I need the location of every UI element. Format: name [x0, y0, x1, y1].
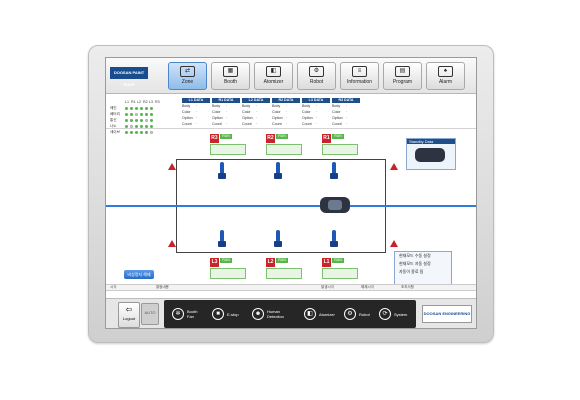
standby-data-panel: Standby Data	[406, 138, 456, 170]
robot-r2-icon[interactable]	[273, 162, 283, 180]
human-icon: ☻	[252, 308, 264, 320]
list-item: 현재모드 수동 설정	[399, 253, 431, 258]
table-row: 나노	[110, 123, 162, 129]
data-panel-l1: L1 DATA Body· Color· Option· Count·	[182, 98, 210, 127]
tab-alarm[interactable]: ♠ Alarm	[426, 62, 465, 90]
robot-l3-icon[interactable]	[217, 230, 227, 248]
tab-robot[interactable]: ⚙ Robot	[297, 62, 336, 90]
logout-icon: ⇦	[125, 305, 133, 314]
tab-program[interactable]: ▤ Program	[383, 62, 422, 90]
booth-fan-button[interactable]: ✲Booth Fan	[172, 306, 205, 322]
data-panel-l2: L2 DATA Body· Color· Option· Count·	[242, 98, 270, 127]
atomizer-button[interactable]: ◧Atomizer	[304, 306, 335, 322]
logout-button[interactable]: ⇦ Logout	[118, 302, 140, 328]
message-list: 현재모드 수동 설정 현재모드 자동 설정 자동이 종료 됨	[394, 251, 452, 285]
estop-icon: ■	[212, 308, 224, 320]
warning-icon	[168, 163, 176, 170]
mode-toggle[interactable]: AUTO	[141, 303, 159, 325]
alarm-table-header: 시각 알람내용 발생시각 해제시각 조치사항	[106, 284, 476, 291]
function-bar: ✲Booth Fan ■E-stop ☻Human Detection ◧Ato…	[164, 300, 416, 328]
hmi-screen: DOOSAN PAINT SHOP ⇄ Zone ▦ Booth ◧ Atomi…	[105, 57, 477, 329]
table-row: 배터리	[110, 111, 162, 117]
zone-icon: ⇄	[180, 66, 195, 77]
divider	[106, 128, 476, 129]
human-detection-button[interactable]: ☻Human Detection	[252, 306, 291, 322]
station-grid	[322, 144, 358, 155]
standby-vehicle-icon	[415, 148, 445, 162]
tab-booth[interactable]: ▦ Booth	[211, 62, 250, 90]
conveyor-line	[106, 205, 476, 207]
system-icon: ⟳	[379, 308, 391, 320]
robot-button[interactable]: ⚙Robot	[344, 306, 370, 322]
robot-icon: ⚙	[344, 308, 356, 320]
warning-icon	[168, 240, 176, 247]
tab-information[interactable]: ≡ Information	[340, 62, 379, 90]
robot-r1-icon[interactable]	[329, 162, 339, 180]
station-grid	[322, 268, 358, 279]
list-item: 자동이 종료 됨	[399, 269, 424, 274]
list-item: 현재모드 자동 설정	[399, 261, 431, 266]
station-grid	[266, 144, 302, 155]
brand-logo: DOOSAN PAINT SHOP	[110, 67, 148, 87]
robot-r3-icon[interactable]	[217, 162, 227, 180]
data-panel-r3: R3 DATA Body· Color· Option· Count·	[332, 98, 360, 127]
data-panel-r1: R1 DATA Body· Color· Option· Count·	[212, 98, 240, 127]
table-row: 세이브	[110, 129, 162, 135]
atomizer-icon: ◧	[266, 66, 281, 77]
data-panel-r2: R2 DATA Body· Color· Option· Count·	[272, 98, 300, 127]
table-row: 통신	[110, 117, 162, 123]
robot-icon: ⚙	[309, 66, 324, 77]
atomizer-icon: ◧	[304, 308, 316, 320]
station-grid	[266, 268, 302, 279]
booth-icon: ▦	[223, 66, 238, 77]
program-icon: ▤	[395, 66, 410, 77]
zone-status-table: L1 R1 L2 R2 L3 R3 메인 배터리 통신 나노 세이브	[110, 99, 162, 135]
data-panel-l3: L3 DATA Body· Color· Option· Count·	[302, 98, 330, 127]
bottom-control-bar: ⇦ Logout AUTO ✲Booth Fan ■E-stop ☻Human …	[106, 298, 476, 328]
estop-reset-button[interactable]: 비상정지 해제	[124, 270, 154, 279]
information-icon: ≡	[352, 66, 367, 77]
estop-button[interactable]: ■E-stop	[212, 306, 239, 322]
warning-icon	[390, 240, 398, 247]
alarm-icon: ♠	[438, 66, 453, 77]
robot-l2-icon[interactable]	[273, 230, 283, 248]
system-button[interactable]: ⟳System	[379, 306, 407, 322]
brand-logo: DOOSAN ENGINEERING	[422, 305, 472, 323]
station-grid	[210, 144, 246, 155]
tab-zone[interactable]: ⇄ Zone	[168, 62, 207, 90]
warning-icon	[390, 163, 398, 170]
station-grid	[210, 268, 246, 279]
fan-icon: ✲	[172, 308, 184, 320]
robot-l1-icon[interactable]	[329, 230, 339, 248]
table-row: 메인	[110, 105, 162, 111]
vehicle-body-icon	[320, 197, 350, 213]
tab-atomizer[interactable]: ◧ Atomizer	[254, 62, 293, 90]
zone-table-header: L1 R1 L2 R2 L3 R3	[125, 100, 160, 104]
top-navigation: DOOSAN PAINT SHOP ⇄ Zone ▦ Booth ◧ Atomi…	[106, 58, 476, 94]
